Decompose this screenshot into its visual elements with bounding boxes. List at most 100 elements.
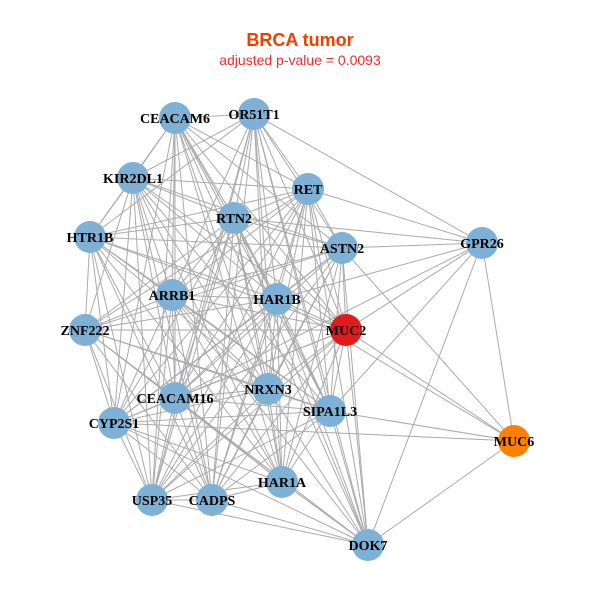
node-dok7: DOK7 xyxy=(349,529,387,561)
edge-or51t1-nrxn3 xyxy=(253,113,269,390)
node-circle xyxy=(74,221,106,253)
edge-nrxn3-dok7 xyxy=(267,388,369,546)
node-har1a: HAR1A xyxy=(258,466,307,498)
node-label: ARRB1 xyxy=(149,289,196,304)
edge-sipa1l3-usp35 xyxy=(151,410,331,501)
edge-ret-cadps xyxy=(211,188,309,501)
node-label: SIPA1L3 xyxy=(303,405,357,420)
edge-astn2-gpr26 xyxy=(341,242,483,249)
edge-rtn2-cyp2s1 xyxy=(113,217,235,424)
edge-arrb1-sipa1l3 xyxy=(171,294,331,412)
node-label: HAR1B xyxy=(253,293,300,308)
edge-rtn2-muc2 xyxy=(233,217,347,331)
node-circle xyxy=(261,283,293,315)
edge-muc2-nrxn3 xyxy=(267,329,347,390)
edge-rtn2-dok7 xyxy=(233,217,369,546)
node-label: CEACAM16 xyxy=(137,392,214,407)
node-circle xyxy=(238,98,270,130)
edge-gpr26-har1b xyxy=(276,242,483,300)
node-label: GPR26 xyxy=(460,237,504,252)
edge-gpr26-muc2 xyxy=(345,242,483,331)
edge-or51t1-kir2dl1 xyxy=(132,113,255,179)
edge-astn2-har1a xyxy=(281,247,343,483)
edge-cyp2s1-har1a xyxy=(113,422,283,483)
edge-har1b-muc6 xyxy=(276,298,515,442)
node-ret: RET xyxy=(292,173,324,205)
edge-kir2dl1-rtn2 xyxy=(132,177,235,219)
node-circle xyxy=(352,529,384,561)
edge-ceacam16-cadps xyxy=(174,397,213,501)
node-har1b: HAR1B xyxy=(253,283,301,315)
edge-astn2-ceacam16 xyxy=(174,247,343,399)
edge-znf222-cyp2s1 xyxy=(84,329,115,424)
edge-rtn2-znf222 xyxy=(84,217,235,331)
edge-gpr26-muc6 xyxy=(481,242,515,442)
node-circle xyxy=(330,314,362,346)
edge-ceacam6-cyp2s1 xyxy=(113,117,176,424)
node-astn2: ASTN2 xyxy=(320,232,364,264)
edge-gpr26-sipa1l3 xyxy=(329,242,483,412)
node-label: HTR1B xyxy=(67,231,114,246)
edge-or51t1-ceacam16 xyxy=(174,113,255,399)
edge-htr1b-usp35 xyxy=(89,236,153,501)
node-circle xyxy=(98,407,130,439)
node-circle xyxy=(326,232,358,264)
edge-ceacam6-cadps xyxy=(174,117,213,501)
node-circle xyxy=(292,173,324,205)
edge-usp35-dok7 xyxy=(151,499,369,546)
node-label: HAR1A xyxy=(258,476,307,491)
node-label: CADPS xyxy=(189,494,236,509)
edge-or51t1-usp35 xyxy=(151,113,255,501)
node-circle xyxy=(136,484,168,516)
edge-kir2dl1-ceacam16 xyxy=(132,177,176,399)
edge-ceacam6-dok7 xyxy=(174,117,369,546)
edge-htr1b-har1a xyxy=(89,236,283,483)
edge-cyp2s1-sipa1l3 xyxy=(113,410,331,424)
node-label: NRXN3 xyxy=(244,383,291,398)
edge-har1b-ceacam16 xyxy=(174,298,278,399)
edge-or51t1-htr1b xyxy=(89,113,255,238)
node-kir2dl1: KIR2DL1 xyxy=(103,162,163,194)
node-circle xyxy=(266,466,298,498)
node-cadps: CADPS xyxy=(189,484,236,516)
node-label: CYP2S1 xyxy=(89,417,140,432)
node-circle xyxy=(252,373,284,405)
node-ceacam16: CEACAM16 xyxy=(137,382,214,414)
edge-ceacam16-usp35 xyxy=(151,397,176,501)
edge-cyp2s1-cadps xyxy=(113,422,213,501)
edge-rtn2-gpr26 xyxy=(233,217,483,244)
edge-htr1b-nrxn3 xyxy=(89,236,269,390)
edge-rtn2-htr1b xyxy=(89,217,235,238)
edge-kir2dl1-har1b xyxy=(132,177,278,300)
edge-ceacam6-ret xyxy=(174,117,309,190)
figure-title: BRCA tumor xyxy=(246,30,354,50)
edge-znf222-sipa1l3 xyxy=(84,329,331,412)
edge-muc2-muc6 xyxy=(345,329,515,442)
edge-sipa1l3-dok7 xyxy=(329,410,369,546)
edge-kir2dl1-znf222 xyxy=(84,177,134,331)
edge-arrb1-cadps xyxy=(171,294,213,501)
edge-gpr26-dok7 xyxy=(367,242,483,546)
edge-sipa1l3-cadps xyxy=(211,410,331,501)
edge-ret-arrb1 xyxy=(171,188,309,296)
edge-kir2dl1-usp35 xyxy=(132,177,153,501)
edge-ceacam6-nrxn3 xyxy=(174,117,269,390)
edge-htr1b-astn2 xyxy=(89,236,343,249)
edge-astn2-arrb1 xyxy=(171,247,343,296)
node-muc6: MUC6 xyxy=(494,425,534,457)
node-circle xyxy=(117,162,149,194)
edge-ceacam6-usp35 xyxy=(151,117,176,501)
edge-cyp2s1-muc6 xyxy=(113,422,515,442)
node-znf222: ZNF222 xyxy=(61,314,110,346)
node-label: OR51T1 xyxy=(228,108,279,123)
edge-kir2dl1-nrxn3 xyxy=(132,177,269,390)
node-circle xyxy=(218,202,250,234)
edge-rtn2-arrb1 xyxy=(171,217,235,296)
edge-muc2-cadps xyxy=(211,329,347,501)
edge-nrxn3-cyp2s1 xyxy=(113,388,269,424)
edge-astn2-znf222 xyxy=(84,247,343,331)
edge-or51t1-har1b xyxy=(253,113,278,300)
